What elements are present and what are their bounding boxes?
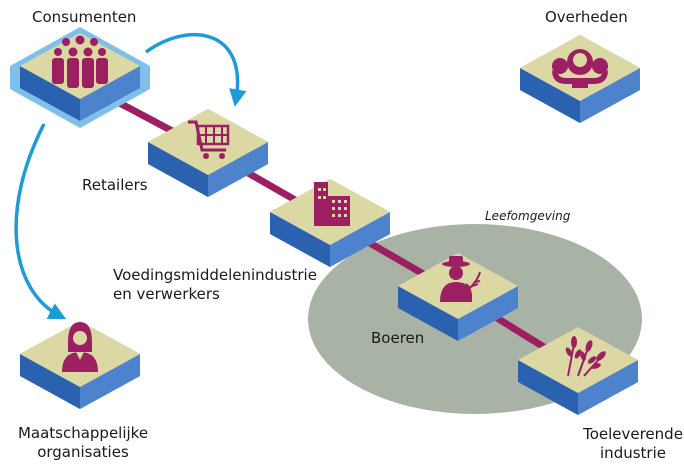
tile-top-face xyxy=(148,109,268,175)
tile-right-face xyxy=(80,354,140,409)
wheat-icon xyxy=(565,336,606,377)
government-chairs-icon xyxy=(552,49,608,88)
tile-right-face xyxy=(458,286,518,341)
label-consumenten: Consumenten xyxy=(32,8,137,26)
label-toeleverende-industrie-line2: industrie xyxy=(600,444,666,462)
label-voedingsmiddelenindustrie-line2: en verwerkers xyxy=(113,285,220,303)
tile-toeleverende-industrie xyxy=(518,327,638,415)
tile-maatschappelijke-organisaties xyxy=(20,321,140,409)
label-boeren: Boeren xyxy=(371,329,425,347)
label-overheden: Overheden xyxy=(545,8,628,26)
tile-overheden xyxy=(520,35,640,123)
tile-left-face xyxy=(20,354,80,409)
label-leefomgeving: Leefomgeving xyxy=(485,209,571,223)
tile-right-face xyxy=(580,68,640,123)
arrow-consumenten-to-maatschappelijke xyxy=(14,123,67,320)
shopping-cart-icon xyxy=(188,120,230,159)
farmer-icon xyxy=(440,256,481,302)
tile-right-face xyxy=(578,360,638,415)
tile-top-face xyxy=(20,33,140,99)
tile-right-face xyxy=(80,66,140,121)
people-group-icon xyxy=(52,35,108,88)
arrow-consumenten-to-retailers xyxy=(144,32,247,107)
tile-boeren xyxy=(398,253,518,341)
tile-left-face xyxy=(20,66,80,121)
tile-left-face xyxy=(398,286,458,341)
tile-right-face xyxy=(330,212,390,267)
label-toeleverende-industrie-line1: Toeleverende xyxy=(583,425,683,443)
factory-building-icon xyxy=(314,182,350,226)
tile-right-face xyxy=(208,142,268,197)
tile-voedingsmiddelenindustrie xyxy=(270,179,390,267)
label-retailers: Retailers xyxy=(82,176,148,194)
label-maatschappelijke-line2: organisaties xyxy=(37,443,129,461)
tile-left-face xyxy=(520,68,580,123)
tile-top-face xyxy=(518,327,638,393)
woman-icon xyxy=(62,322,98,372)
tile-left-face xyxy=(148,142,208,197)
tile-consumenten xyxy=(10,27,150,128)
tile-left-face xyxy=(518,360,578,415)
label-maatschappelijke-line1: Maatschappelijke xyxy=(17,424,149,442)
label-voedingsmiddelenindustrie-line1: Voedingsmiddelenindustrie xyxy=(113,266,317,284)
tile-left-face xyxy=(270,212,330,267)
tile-retailers xyxy=(148,109,268,197)
